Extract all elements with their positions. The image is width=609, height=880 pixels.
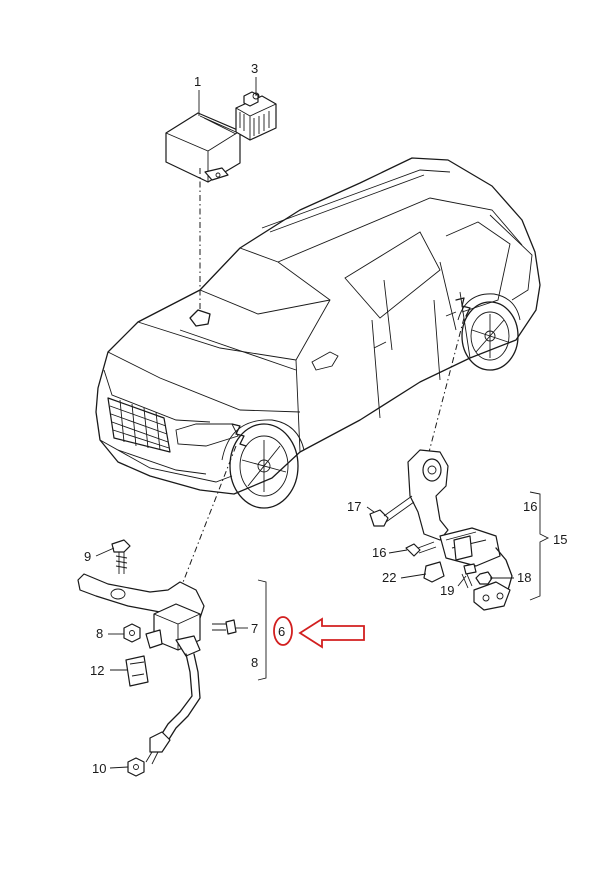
rear-level-sensor[interactable] xyxy=(369,449,513,611)
callout-16: 16 xyxy=(372,545,386,560)
callout-labels: 1 3 17 16 16 15 22 19 18 9 8 7 6 8 12 10 xyxy=(84,61,567,776)
leader-lines xyxy=(95,77,514,769)
car-sensor-markers xyxy=(189,297,471,447)
vehicle-outline xyxy=(95,157,541,509)
callout-16-bracket: 16 xyxy=(523,499,537,514)
bracket-right xyxy=(529,491,550,601)
front-level-sensor[interactable] xyxy=(77,539,237,777)
arrow-left-icon xyxy=(298,617,365,649)
highlight-part-6[interactable] xyxy=(273,616,365,649)
callout-22: 22 xyxy=(382,570,396,585)
connector[interactable] xyxy=(235,91,277,141)
callout-3: 3 xyxy=(251,61,258,76)
location-lines xyxy=(179,168,465,591)
callout-19: 19 xyxy=(440,583,454,598)
callout-8-bracket: 8 xyxy=(251,655,258,670)
callout-9: 9 xyxy=(84,549,91,564)
callout-17: 17 xyxy=(347,499,361,514)
callout-12: 12 xyxy=(90,663,104,678)
callout-15: 15 xyxy=(553,532,567,547)
callout-1: 1 xyxy=(194,74,201,89)
callout-6: 6 xyxy=(278,624,285,639)
callout-7: 7 xyxy=(251,621,258,636)
control-unit[interactable] xyxy=(165,112,241,183)
callout-18: 18 xyxy=(517,570,531,585)
callout-10: 10 xyxy=(92,761,106,776)
callout-8: 8 xyxy=(96,626,103,641)
bracket-left xyxy=(257,579,267,681)
